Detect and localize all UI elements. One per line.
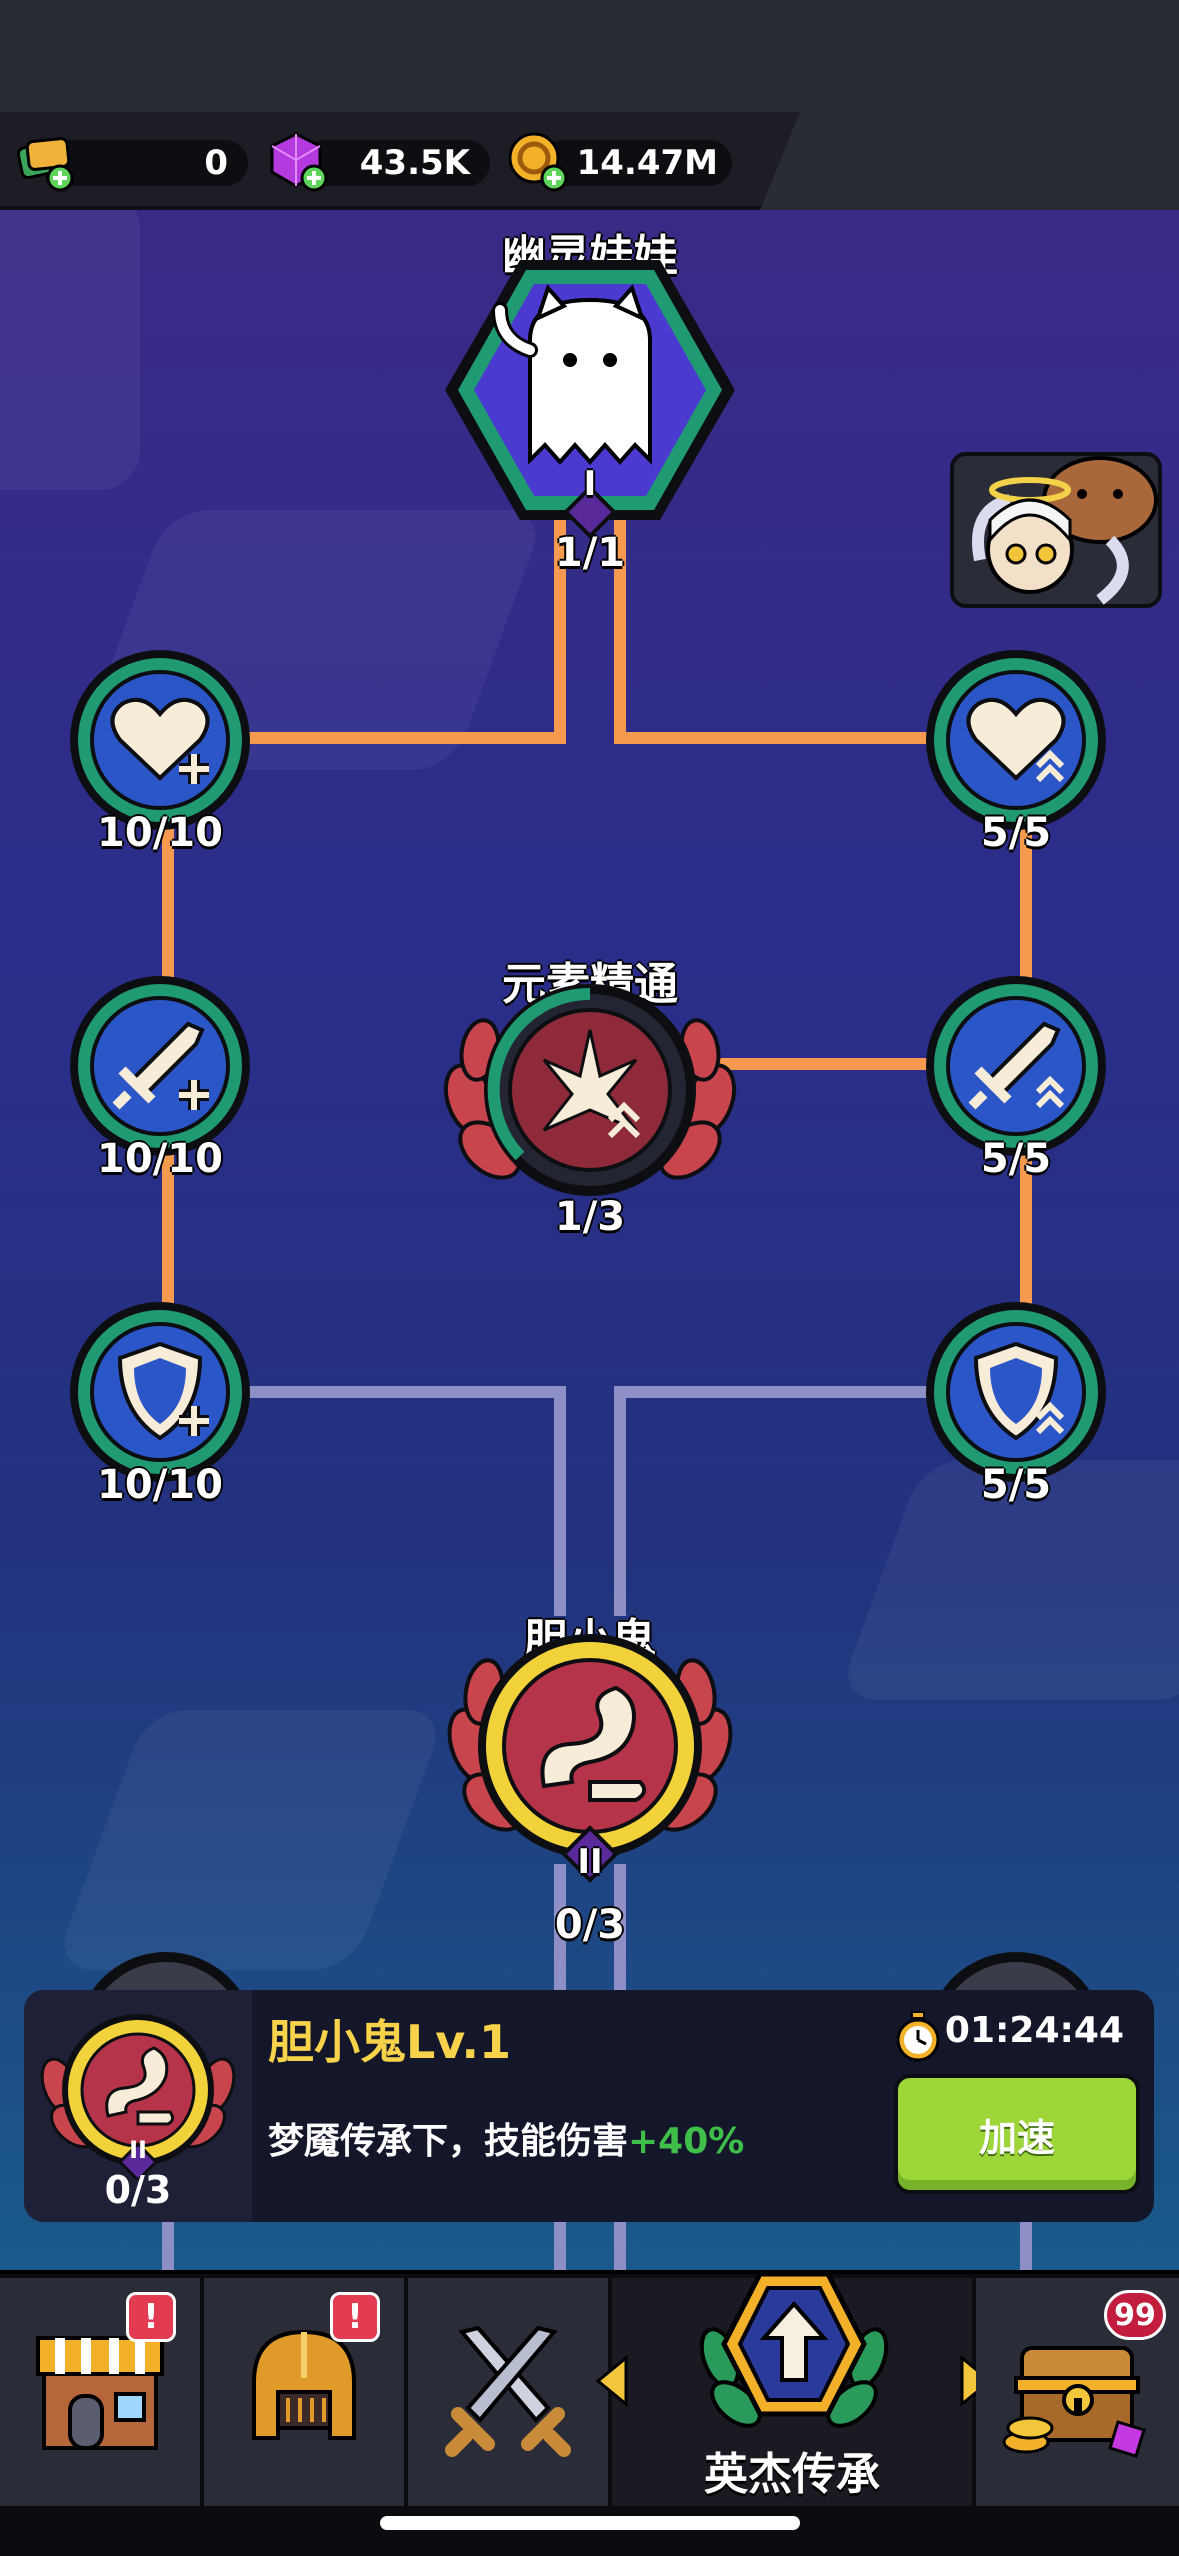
heart-plus-icon: [110, 697, 210, 784]
middle-node-count: 1/3: [554, 1194, 626, 1240]
coin-amount: 14.47M: [576, 143, 718, 183]
coin-counter[interactable]: 14.47M: [540, 140, 732, 186]
ticket-counter[interactable]: 0: [40, 140, 248, 186]
ghost-doll-node[interactable]: [430, 240, 750, 540]
speed-up-button[interactable]: 加速: [894, 2074, 1140, 2194]
ticket-amount: 0: [204, 143, 228, 183]
bottom-strip: [0, 2506, 1179, 2556]
shield-up-node[interactable]: [924, 1300, 1108, 1484]
treasure-count-badge: 99: [1104, 2290, 1166, 2340]
bottom-node-count: 0/3: [554, 1902, 626, 1948]
link-right-bottom: [614, 1386, 936, 1616]
skill-bonus-percent: +40%: [628, 2121, 745, 2162]
nav-equipment[interactable]: !: [204, 2278, 408, 2506]
equipment-alert-badge: !: [330, 2292, 380, 2342]
sword-up-node[interactable]: [924, 974, 1108, 1158]
nav-hero-legacy-label: 英杰传承: [704, 2449, 880, 2500]
sword-plus-node[interactable]: [68, 974, 252, 1158]
status-bar: [0, 0, 1179, 112]
heart-plus-count: 10/10: [97, 810, 223, 856]
currency-bar-slant: [760, 112, 1179, 210]
coin-add-icon[interactable]: [506, 130, 570, 194]
sword-plus-icon: [112, 1021, 209, 1110]
sword-up-count: 5/5: [980, 1136, 1052, 1182]
bottom-node-tier: II: [577, 1842, 603, 1882]
speed-up-label: 加速: [978, 2115, 1055, 2160]
upgrade-timer: 01:24:44: [944, 2010, 1124, 2051]
shield-plus-count: 10/10: [97, 1462, 223, 1508]
sword-up-icon: [968, 1021, 1065, 1110]
link-left-bottom: [244, 1386, 566, 1616]
element-burst-icon: [542, 1029, 641, 1139]
link-top-left: [244, 514, 566, 744]
sword-plus-count: 10/10: [97, 1136, 223, 1182]
gem-amount: 43.5K: [359, 143, 470, 183]
shield-up-count: 5/5: [980, 1462, 1052, 1508]
nav-battle[interactable]: [408, 2278, 612, 2506]
coward-portrait[interactable]: [36, 1990, 240, 2180]
skill-description-text: 梦魇传承下，技能伤害: [268, 2121, 629, 2162]
heart-plus-node[interactable]: [68, 648, 252, 832]
skill-title: 胆小鬼Lv.1: [268, 2015, 512, 2069]
nav-hero-legacy[interactable]: 英杰传承: [595, 2271, 993, 2506]
element-mastery-node[interactable]: [440, 980, 740, 1200]
portrait-count: 0/3: [104, 2168, 172, 2212]
shop-alert-badge: !: [126, 2292, 176, 2342]
ghost-cat-icon: [492, 284, 652, 466]
crossed-swords-icon: [445, 2325, 571, 2457]
helmet-icon: [252, 2329, 356, 2440]
currency-bar: 0 43.5K 14.47M: [0, 112, 1179, 210]
home-indicator[interactable]: [380, 2516, 800, 2530]
bottom-nav: ! !: [0, 2270, 1179, 2506]
shop-icon: [36, 2336, 164, 2450]
bg-deco: [0, 210, 140, 490]
treasure-chest-icon: [1002, 2346, 1146, 2458]
gem-add-icon[interactable]: [266, 130, 330, 194]
hero-legacy-icon: [699, 2271, 889, 2428]
heart-up-icon: [966, 697, 1066, 783]
top-node-count: 1/1: [554, 530, 626, 576]
skill-description: 梦魇传承下，技能伤害+40%: [268, 2112, 744, 2164]
nav-shop[interactable]: !: [0, 2278, 204, 2506]
heart-up-node[interactable]: [924, 648, 1108, 832]
gem-counter[interactable]: 43.5K: [300, 140, 490, 186]
hero-swap-button[interactable]: [950, 450, 1162, 610]
fear-wisp-icon: [105, 2046, 175, 2126]
shield-plus-node[interactable]: [68, 1300, 252, 1484]
fear-wisp-icon: [540, 1685, 647, 1802]
skill-info-panel: II 0/3 胆小鬼Lv.1 01:24:44 梦魇传承下，技能伤害+40% 加…: [24, 1990, 1154, 2222]
chevron-left-icon: [595, 2354, 628, 2408]
ticket-add-icon[interactable]: [14, 130, 78, 194]
portrait-tier: II: [129, 2136, 147, 2164]
link-top-right: [614, 514, 936, 744]
top-node-tier: I: [583, 464, 597, 504]
coward-node[interactable]: [440, 1596, 740, 1896]
stopwatch-icon: [896, 2011, 940, 2062]
angel-hero-icon: [986, 477, 1074, 594]
shield-plus-icon: [117, 1341, 209, 1441]
nav-treasure[interactable]: 99: [976, 2278, 1179, 2506]
heart-up-count: 5/5: [980, 810, 1052, 856]
shield-up-icon: [973, 1341, 1065, 1441]
skill-tree-board: 幽灵娃娃 I 1/1: [0, 210, 1179, 2270]
